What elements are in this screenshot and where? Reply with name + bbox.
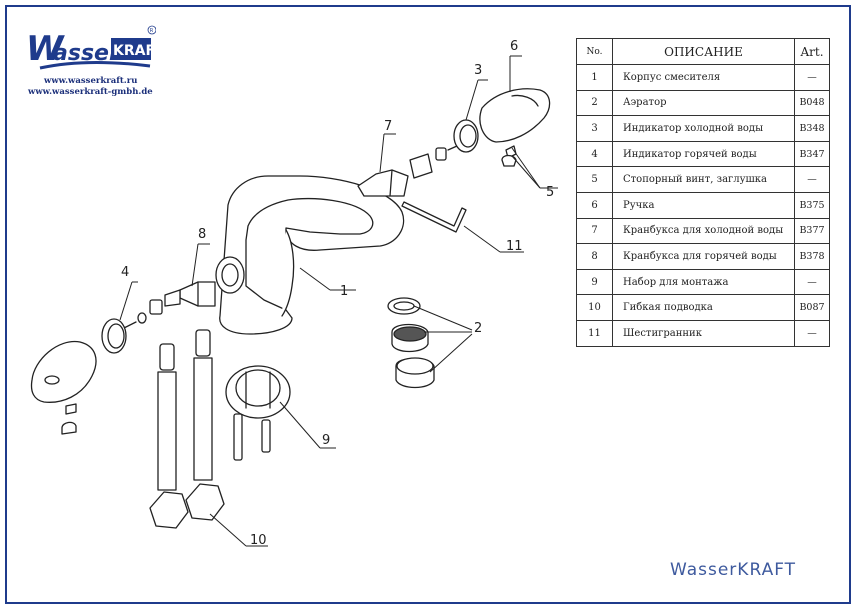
- cell-art: B347: [794, 140, 830, 168]
- cell-description: Шестигранник: [612, 319, 795, 347]
- cell-description: Гибкая подводка: [612, 294, 795, 321]
- cell-description: Аэратор: [612, 89, 795, 117]
- cell-no: 9: [576, 268, 613, 296]
- cell-description: Ручка: [612, 191, 795, 219]
- hot-indicator-ring: [101, 318, 127, 354]
- cell-no: 7: [576, 217, 613, 245]
- callout-7: 7: [384, 119, 392, 134]
- hot-cartridge: [119, 281, 216, 331]
- svg-text:R: R: [150, 28, 154, 34]
- header-art: Art.: [794, 38, 830, 65]
- cold-indicator-ring: [453, 119, 479, 153]
- callout-3: 3: [474, 63, 482, 78]
- cell-art: B375: [794, 191, 830, 219]
- cell-description: Индикатор холодной воды: [612, 115, 795, 142]
- cell-no: 4: [576, 140, 613, 168]
- cell-no: 11: [576, 319, 613, 347]
- cell-description: Кранбукса для горячей воды: [612, 243, 795, 270]
- callout-1: 1: [340, 284, 348, 299]
- cell-no: 1: [576, 64, 613, 91]
- cell-art: B048: [794, 89, 830, 117]
- cell-no: 3: [576, 115, 613, 142]
- cell-no: 8: [576, 243, 613, 270]
- aerator: [387, 297, 435, 389]
- flexible-hoses: [149, 329, 225, 529]
- callout-4: 4: [121, 265, 129, 280]
- cell-description: Корпус смесителя: [612, 64, 795, 91]
- cell-art: —: [794, 166, 830, 193]
- wasserkraft-logo: W asser KRAFT R: [26, 25, 156, 70]
- callout-10: 10: [250, 533, 267, 548]
- cell-art: B377: [794, 217, 830, 245]
- cell-no: 10: [576, 294, 613, 321]
- mounting-kit: [225, 365, 291, 461]
- callout-11: 11: [506, 239, 523, 254]
- cell-art: B378: [794, 243, 830, 270]
- hex-key: [401, 201, 467, 233]
- cell-art: —: [794, 64, 830, 91]
- right-handle: [479, 88, 551, 167]
- callout-2: 2: [474, 321, 482, 336]
- mixer-body: [215, 175, 405, 335]
- header-no: No.: [576, 38, 613, 65]
- cell-art: —: [794, 319, 830, 347]
- cell-no: 5: [576, 166, 613, 193]
- cell-description: Индикатор горячей воды: [612, 140, 795, 168]
- callout-9: 9: [322, 433, 330, 448]
- cell-no: 6: [576, 191, 613, 219]
- url-de[interactable]: www.wasserkraft-gmbh.de: [28, 87, 153, 97]
- cell-art: B348: [794, 115, 830, 142]
- cell-art: B087: [794, 294, 830, 321]
- cell-description: Стопорный винт, заглушка: [612, 166, 795, 193]
- callout-6: 6: [510, 39, 518, 54]
- cell-art: —: [794, 268, 830, 296]
- header-description: ОПИСАНИЕ: [612, 38, 795, 65]
- cell-description: Кранбукса для холодной воды: [612, 217, 795, 245]
- cell-no: 2: [576, 89, 613, 117]
- svg-text:W: W: [26, 29, 65, 69]
- left-handle: [30, 340, 97, 435]
- footer-brand: WasserKRAFT: [670, 560, 797, 580]
- svg-text:KRAFT: KRAFT: [113, 43, 156, 59]
- table-header-row: No. ОПИСАНИЕ Art.: [576, 38, 830, 65]
- cell-description: Набор для монтажа: [612, 268, 795, 296]
- cold-cartridge: [357, 141, 467, 197]
- callout-5: 5: [546, 185, 554, 200]
- url-ru[interactable]: www.wasserkraft.ru: [44, 76, 138, 86]
- callout-8: 8: [198, 227, 206, 242]
